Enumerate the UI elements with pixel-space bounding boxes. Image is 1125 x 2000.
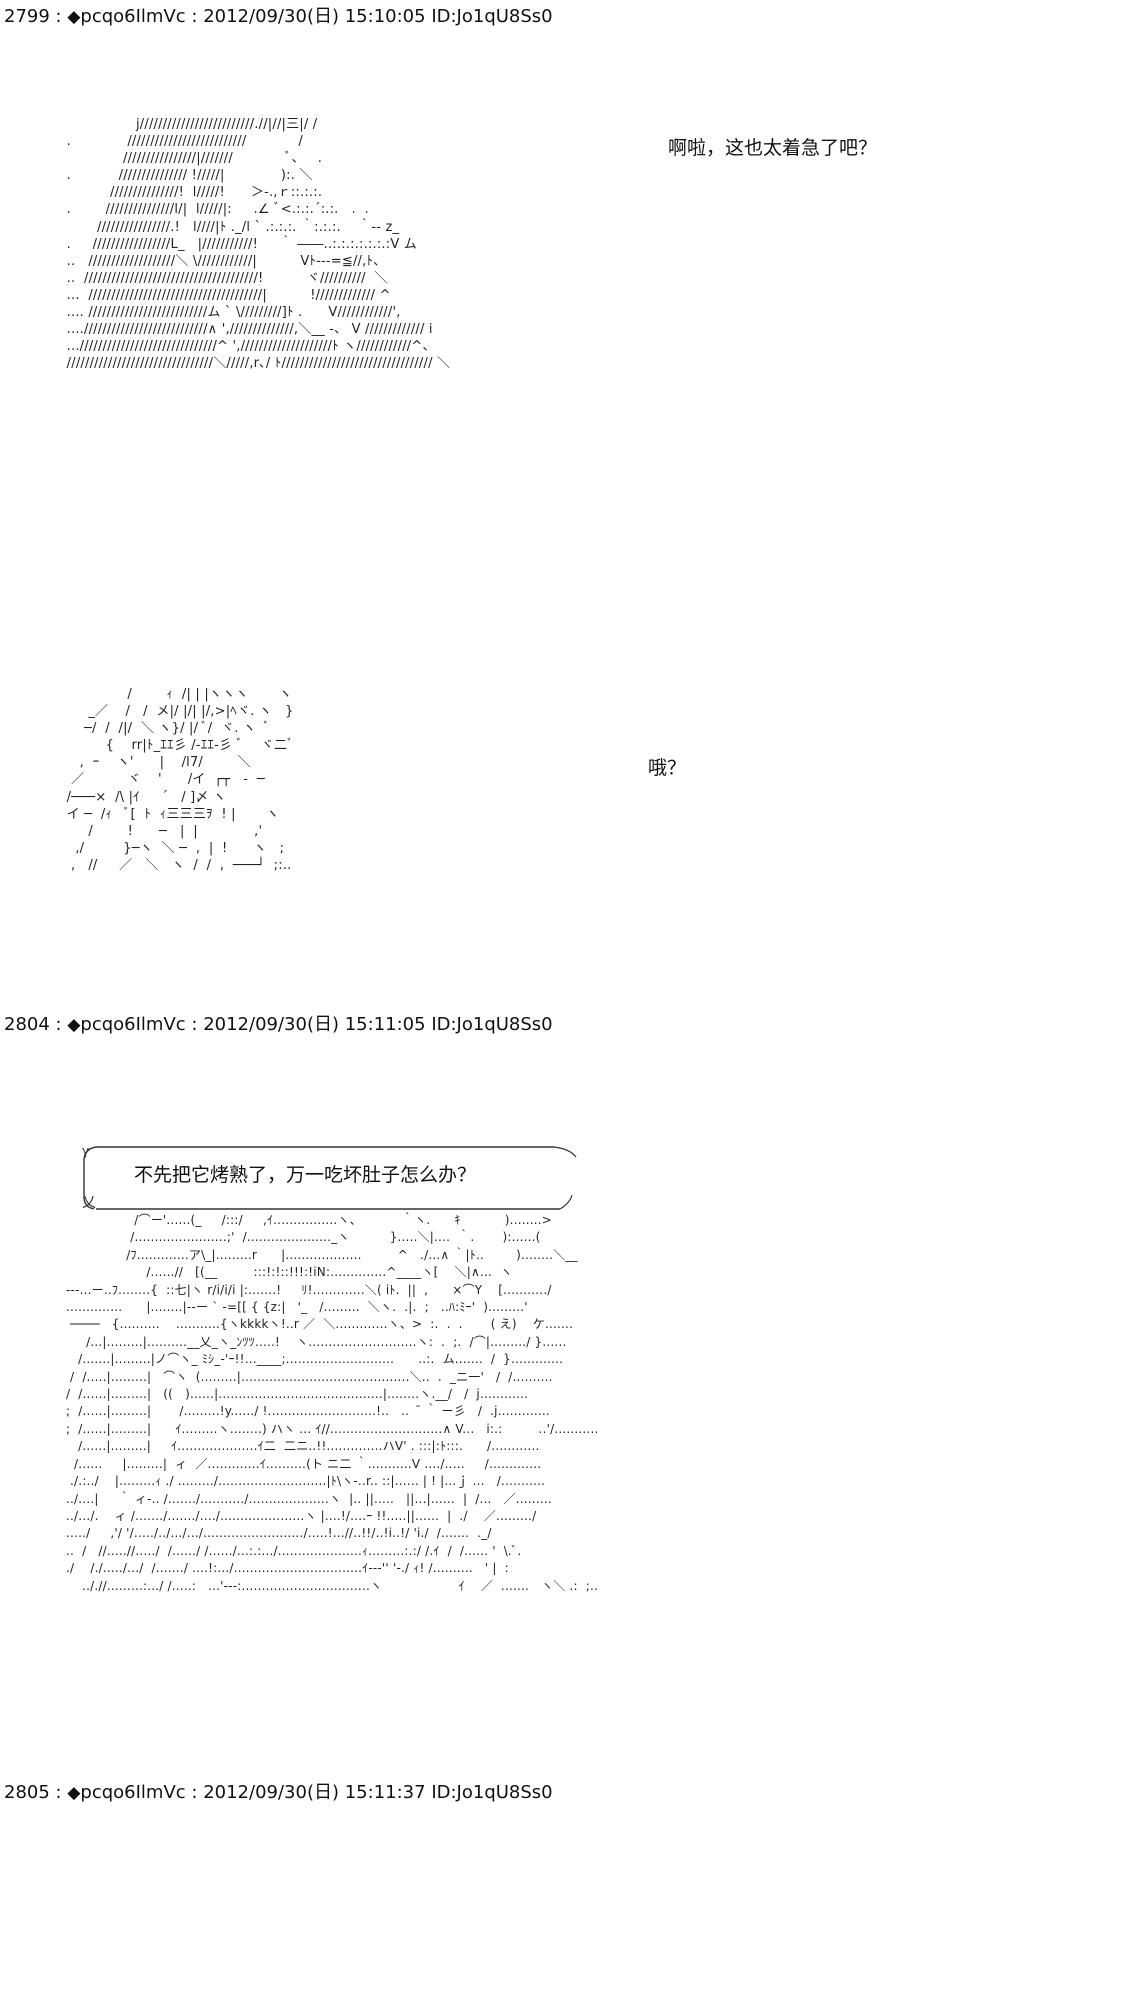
post-header: 2799 : ◆pcqo6IlmVc : 2012/09/30(日) 15:10…	[4, 6, 553, 27]
post-number: 2804	[4, 1014, 50, 1035]
speech-bubble-outline: γ 乂	[82, 1144, 577, 1211]
post-id[interactable]: ID:Jo1qU8Ss0	[431, 6, 553, 27]
post-number: 2799	[4, 6, 50, 27]
dialogue-line: 哦？	[648, 757, 687, 779]
speech-bubble: γ 乂 不先把它烤熟了，万一吃坏肚子怎么办？	[82, 1141, 582, 1215]
post-number: 2805	[4, 1782, 50, 1803]
post-date: 2012/09/30(日)	[203, 1782, 339, 1803]
dialogue-line: 啊啦，这也太着急了吧？	[668, 137, 878, 159]
svg-text:γ: γ	[82, 1144, 89, 1158]
dialogue-line: 不先把它烤熟了，万一吃坏肚子怎么办？	[134, 1164, 477, 1186]
post-id[interactable]: ID:Jo1qU8Ss0	[431, 1782, 553, 1803]
ascii-art-face: / ｨ /| | |ヽヽヽ ヽ _／ / / メ|/ |/| |/,>|ﾍヾ. …	[66, 687, 294, 873]
svg-text:乂: 乂	[82, 1195, 96, 1211]
post-header: 2805 : ◆pcqo6IlmVc : 2012/09/30(日) 15:11…	[4, 1782, 553, 1803]
post-author[interactable]: pcqo6IlmVc	[80, 1782, 186, 1803]
post-date: 2012/09/30(日)	[203, 1014, 339, 1035]
post-date: 2012/09/30(日)	[203, 6, 339, 27]
diamond-icon: ◆	[67, 1015, 81, 1035]
post-id[interactable]: ID:Jo1qU8Ss0	[431, 1014, 553, 1035]
post-time: 15:10:05	[344, 6, 426, 27]
post-time: 15:11:37	[344, 1782, 426, 1803]
post-header: 2804 : ◆pcqo6IlmVc : 2012/09/30(日) 15:11…	[4, 1014, 553, 1035]
post-author[interactable]: pcqo6IlmVc	[80, 1014, 186, 1035]
diamond-icon: ◆	[67, 7, 81, 27]
ascii-art-wall: j/////////////////////////.//|//|三|/ / .…	[66, 117, 451, 372]
diamond-icon: ◆	[67, 1783, 81, 1803]
post-author[interactable]: pcqo6IlmVc	[80, 6, 186, 27]
ascii-art-scene: /⌒ー'......(_ /:::/ ,ｲ................ヽ、 …	[66, 1213, 599, 1593]
post-time: 15:11:05	[344, 1014, 426, 1035]
